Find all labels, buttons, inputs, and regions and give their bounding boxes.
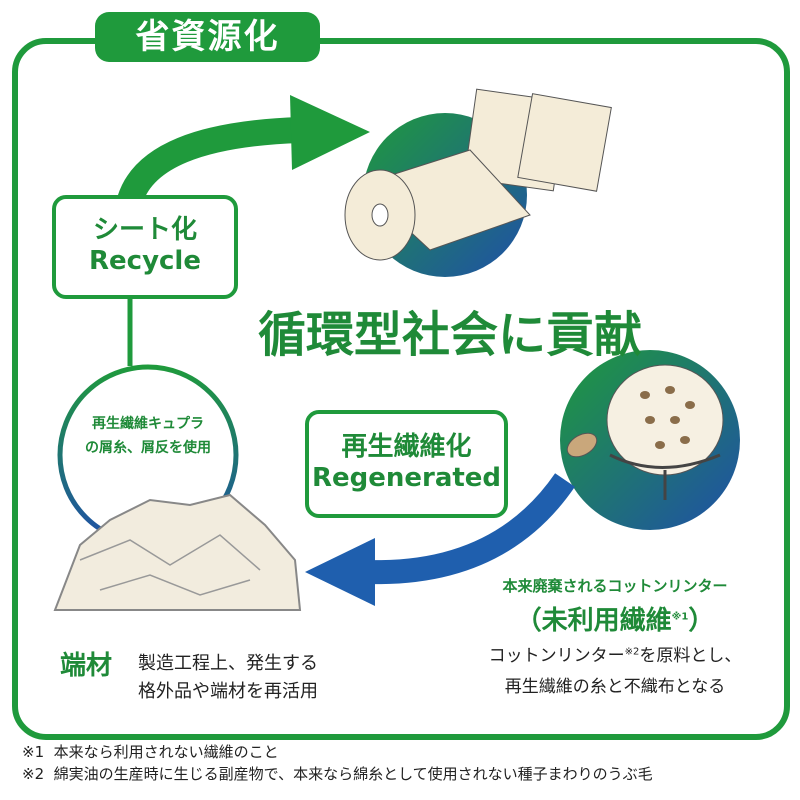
cotton-line1: コットンリンター※2を原料とし、 <box>465 641 765 666</box>
regen-jp: 再生繊維化 <box>341 432 472 462</box>
footnote-mark: ※2 <box>22 765 45 783</box>
scrap-circle-line2: の屑糸、屑反を使用 <box>85 440 211 456</box>
footnote-ref-1: ※1 <box>671 611 689 623</box>
recycle-arrow <box>117 117 301 205</box>
cotton-text: 本来廃棄されるコットンリンター （未利用繊維※1） コットンリンター※2を原料と… <box>465 575 765 697</box>
paren-open: （ <box>515 606 542 636</box>
cotton-sub: （未利用繊維※1） <box>465 600 765 637</box>
footnote-ref-2: ※2 <box>624 646 640 658</box>
scrap-circle-text: 再生繊維キュプラ の屑糸、屑反を使用 <box>62 412 234 460</box>
scraps-icon <box>53 493 302 611</box>
regen-arrowhead <box>305 538 375 606</box>
cotton-line1-a: コットンリンター <box>488 646 625 666</box>
title-tab: 省資源化 <box>95 12 320 62</box>
recycle-arrowhead <box>290 95 370 170</box>
footnote-text: 本来なら利用されない繊維のこと <box>53 743 279 761</box>
diagram-frame <box>12 38 790 740</box>
footnote-1: ※1 本来なら利用されない繊維のこと <box>22 741 653 763</box>
scraps-desc: 製造工程上、発生する 格外品や端材を再活用 <box>138 650 318 706</box>
cotton-heading: 本来廃棄されるコットンリンター <box>502 577 728 595</box>
cotton-line2: 再生繊維の糸と不織布となる <box>504 677 726 697</box>
recycle-en: Recycle <box>89 246 201 276</box>
footnote-2: ※2 綿実油の生産時に生じる副産物で、本来なら綿糸として使用されない種子まわりの… <box>22 763 653 785</box>
regen-arrow <box>369 473 575 585</box>
footnote-text: 綿実油の生産時に生じる副産物で、本来なら綿糸として使用されない種子まわりのうぶ毛 <box>53 765 653 783</box>
cotton-line1-b: を原料とし、 <box>639 646 742 666</box>
scraps-line1: 製造工程上、発生する <box>138 653 318 674</box>
footnote-mark: ※1 <box>22 743 45 761</box>
cotton-sub-text: 未利用繊維 <box>541 606 672 636</box>
regen-box: 再生繊維化 Regenerated <box>305 410 508 518</box>
cotton-boll-icon <box>566 364 724 500</box>
paper-roll-icon <box>344 88 612 261</box>
recycle-jp: シート化 <box>92 215 197 245</box>
recycle-box: シート化 Recycle <box>52 195 238 299</box>
regen-en: Regenerated <box>311 463 502 493</box>
scrap-circle-line1: 再生繊維キュプラ <box>92 416 204 432</box>
footnotes: ※1 本来なら利用されない繊維のこと ※2 綿実油の生産時に生じる副産物で、本来… <box>22 741 653 785</box>
scraps-label: 端材 <box>60 651 113 681</box>
scraps-line2: 格外品や端材を再活用 <box>138 681 318 702</box>
paren-close: ） <box>688 606 715 636</box>
center-slogan: 循環型社会に貢献 <box>257 307 642 363</box>
